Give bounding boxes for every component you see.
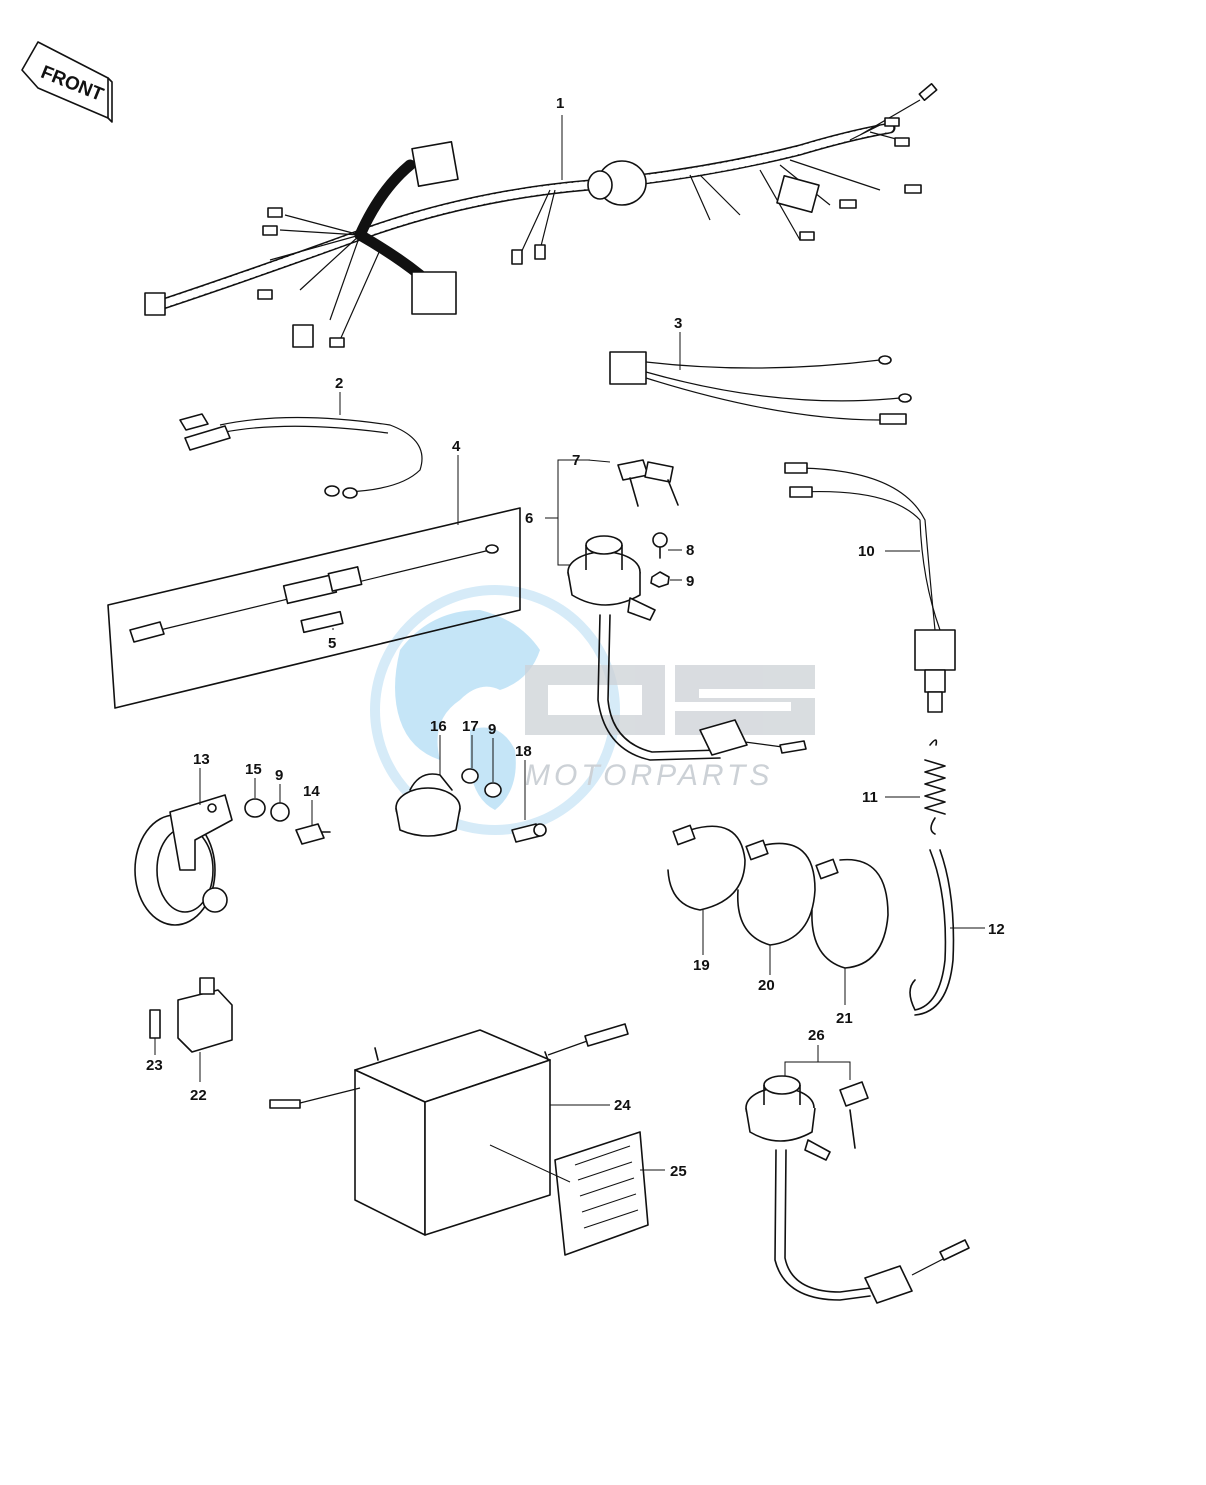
callout-label: 10	[858, 543, 875, 560]
part-horn: 13 15 9 14	[134, 751, 331, 926]
callout-label: 17	[462, 718, 479, 735]
part-battery: 24 25	[269, 1023, 687, 1256]
part-sub-harness: 3	[609, 315, 912, 425]
callout-label: 16	[430, 718, 447, 735]
part-lead-wire: 2	[179, 375, 423, 499]
callout-label: 3	[674, 315, 682, 332]
callout-label: 11	[862, 789, 878, 806]
callout-label: 12	[988, 921, 1005, 938]
callout-label: 6	[525, 510, 533, 527]
part-fuse-assembly: 4 5	[107, 438, 521, 709]
part-relay-fuse: 23 22	[146, 977, 233, 1104]
callout-label: 9	[686, 573, 694, 590]
callout-label: 7	[572, 452, 580, 469]
callout-label: 21	[836, 1010, 853, 1027]
part-hook: 12	[909, 849, 1005, 1016]
part-stop-switch: 10	[784, 462, 956, 713]
callout-label: 18	[515, 743, 532, 760]
callout-label: 2	[335, 375, 343, 392]
watermark-subtitle: MOTORPARTS	[525, 759, 773, 792]
watermark-globe-icon	[370, 585, 620, 835]
callout-label: 1	[556, 95, 564, 112]
front-arrow-sign: FRONT	[21, 41, 113, 123]
callout-label: 19	[693, 957, 710, 974]
callout-label: 24	[614, 1097, 631, 1114]
watermark-letters-icon	[525, 665, 815, 735]
part-spring: 11	[862, 739, 946, 835]
callout-label: 22	[190, 1087, 207, 1104]
callout-label: 14	[303, 783, 320, 800]
part-ignition-switch: 6 7 8 9	[525, 452, 807, 761]
callout-label: 9	[488, 721, 496, 738]
callout-label: 4	[452, 438, 461, 455]
callout-label: 9	[275, 767, 283, 784]
callout-label: 5	[328, 635, 336, 652]
part-wiring-harness: 1	[144, 82, 938, 348]
callout-label: 8	[686, 542, 694, 559]
callout-label: 26	[808, 1027, 825, 1044]
part-cap-assembly: 16 17 9 18	[395, 718, 547, 843]
watermark: MOTORPARTS	[370, 585, 815, 835]
callout-label: 13	[193, 751, 210, 768]
callout-label: 25	[670, 1163, 687, 1180]
callout-label: 15	[245, 761, 262, 778]
part-ignition-switch-alt: 26	[745, 1027, 970, 1304]
callout-label: 20	[758, 977, 775, 994]
part-bands: 19 20 21	[667, 824, 889, 1027]
callout-label: 23	[146, 1057, 163, 1074]
